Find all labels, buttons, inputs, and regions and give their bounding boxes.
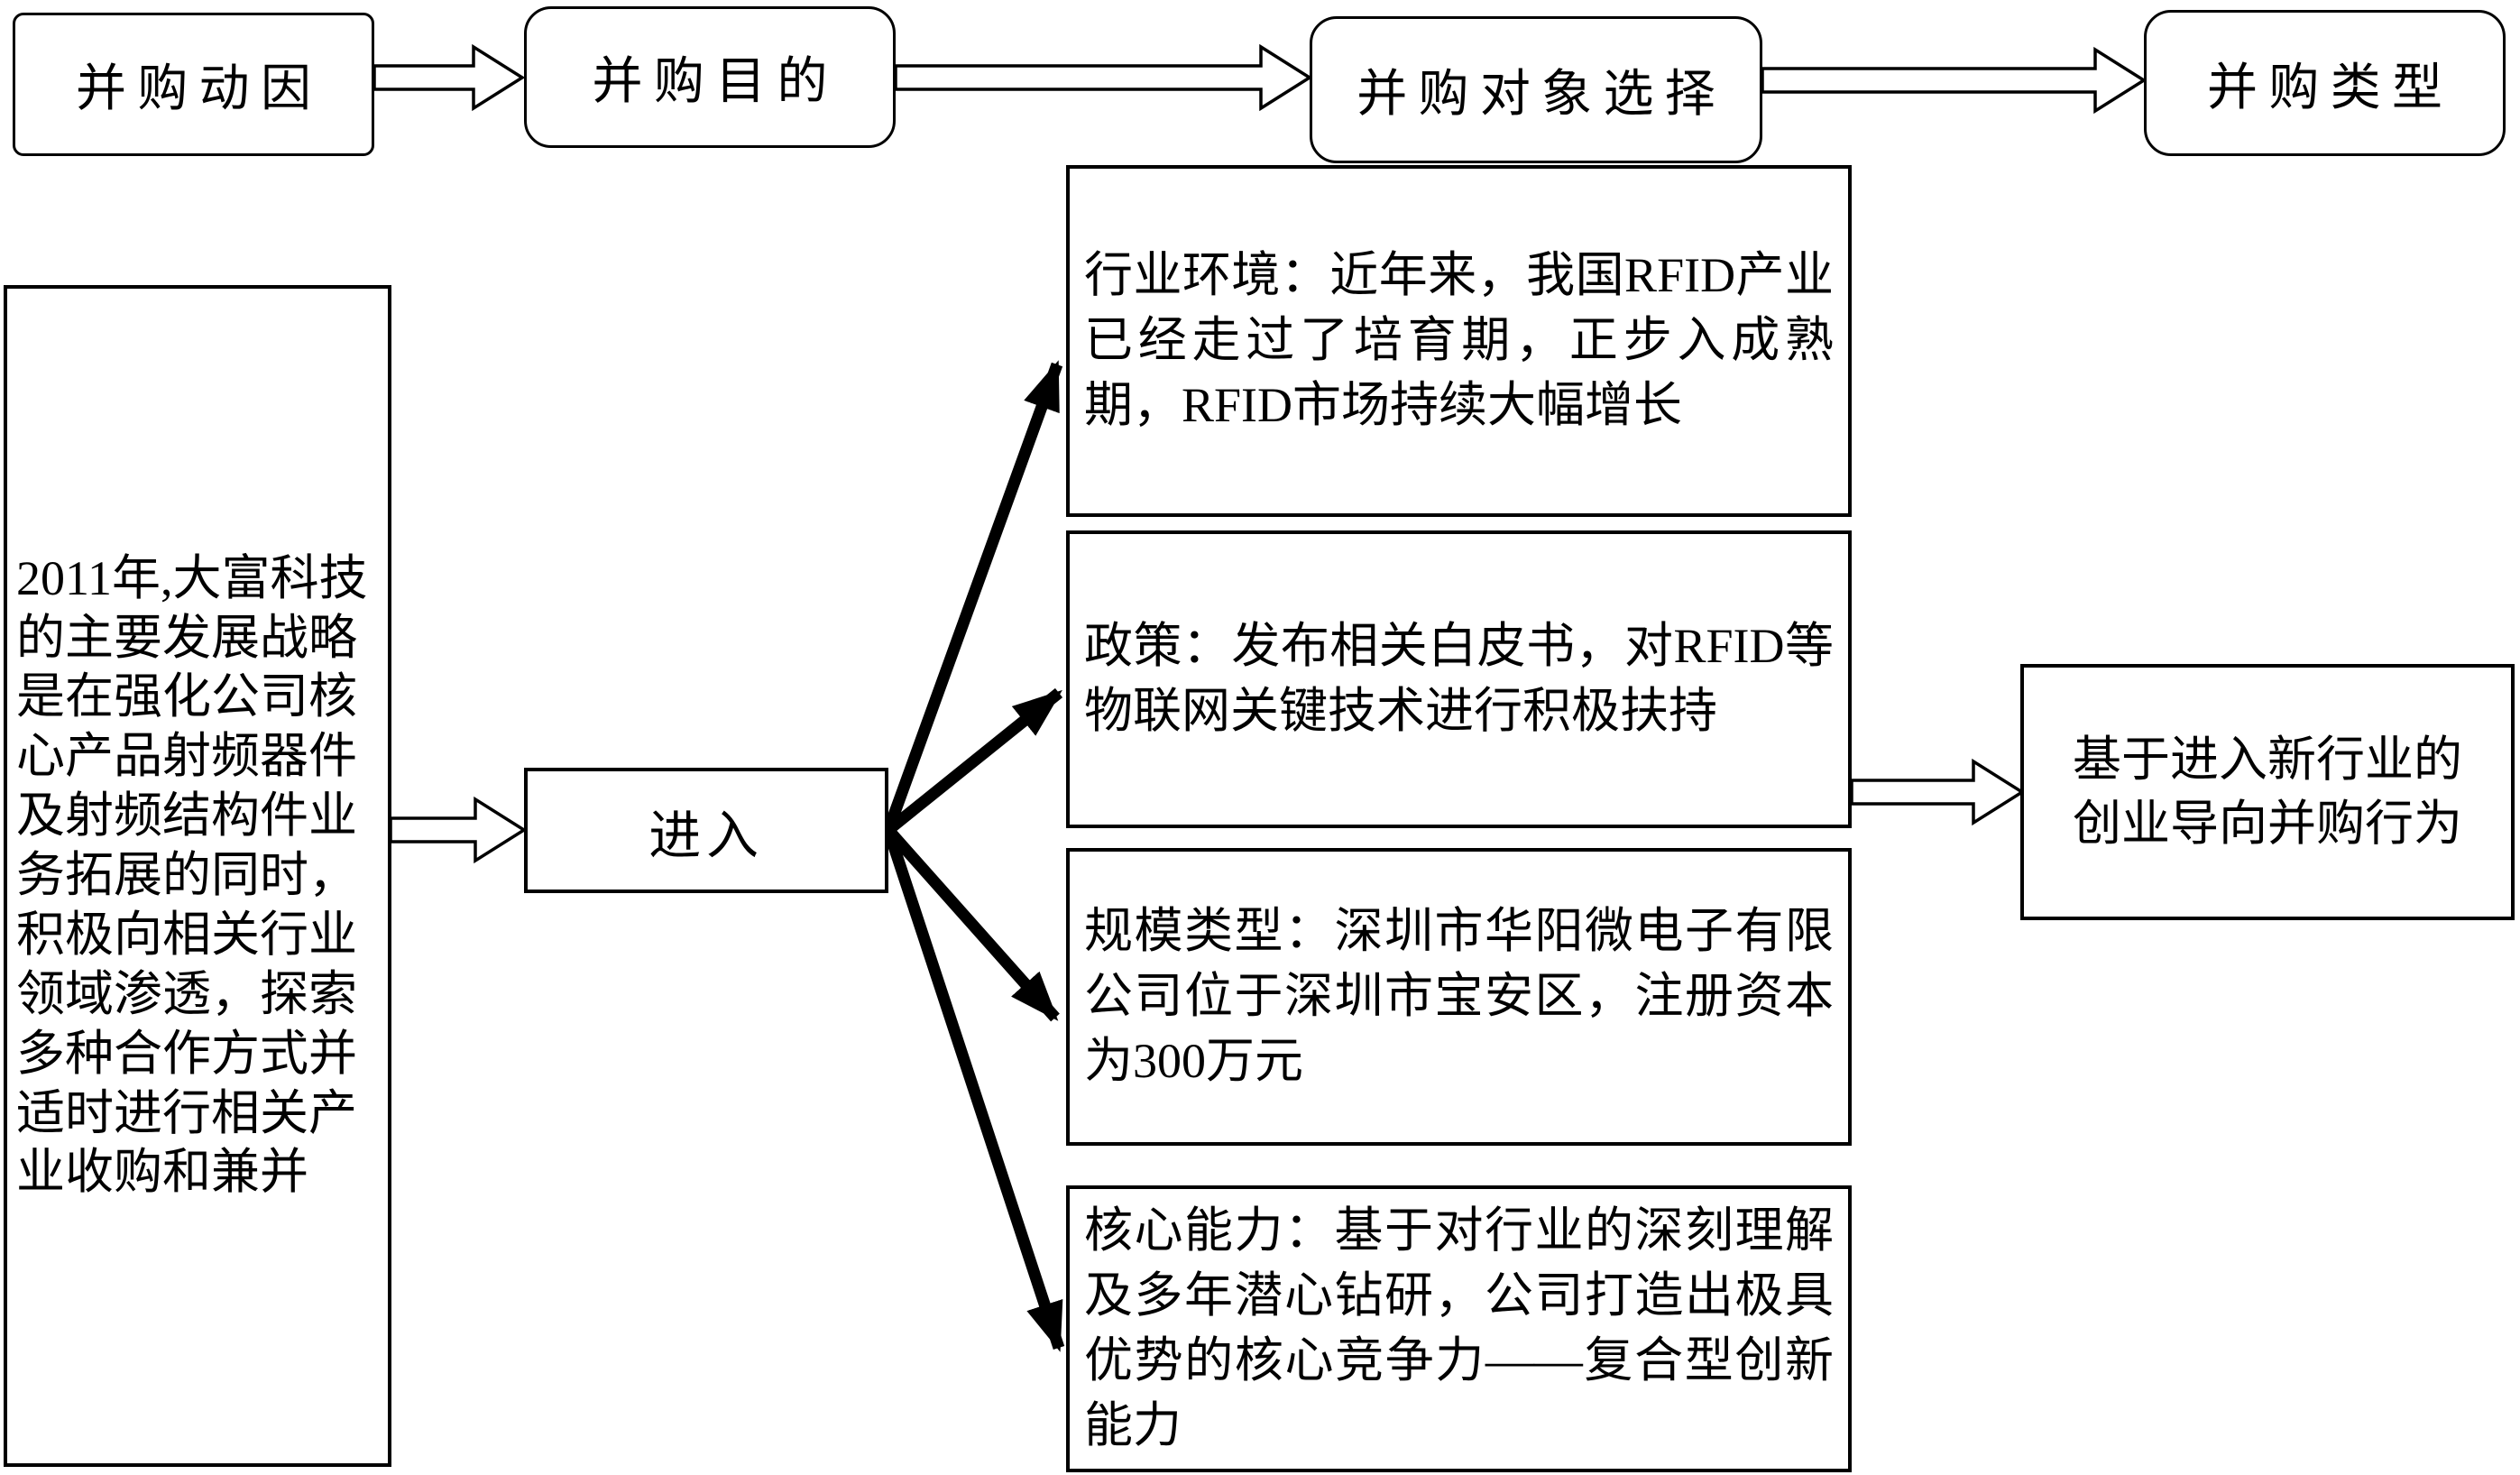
arrow-entry-to-policy [884, 687, 1063, 835]
arrow-entry-to-capability [882, 827, 1065, 1352]
box-merger-target-selection: 并购对象选择 [1310, 16, 1762, 163]
policy-text: 政策：发布相关白皮书，对RFID等物联网关键技术进行积极扶持 [1084, 619, 1834, 738]
box-industry-environment: 行业环境：近年来，我国RFID产业已经走过了培育期，正步入成熟期，RFID市场持… [1066, 165, 1852, 517]
box-strategy-background: 2011年,大富科技的主要发展战略是在强化公司核心产品射频器件及射频结构件业务拓… [4, 285, 391, 1467]
strategy-background-text: 2011年,大富科技的主要发展战略是在强化公司核心产品射频器件及射频结构件业务拓… [16, 550, 368, 1200]
box-conclusion: 基于进入新行业的 创业导向并购行为 [2020, 664, 2515, 920]
arrow-target-to-type [1761, 46, 2148, 115]
arrow-motivation-to-purpose [372, 43, 526, 112]
industry-environment-text: 行业环境：近年来，我国RFID产业已经走过了培育期，正步入成熟期，RFID市场持… [1084, 248, 1834, 432]
merger-type-label: 并购类型 [2207, 60, 2454, 116]
arrow-entry-to-scale [884, 825, 1060, 1022]
box-entry: 进入 [524, 768, 888, 893]
merger-motivation-label: 并购动因 [76, 61, 323, 117]
merger-purpose-label: 并购目的 [592, 54, 839, 110]
arrow-factors-to-result [1850, 758, 2026, 826]
arrow-entry-to-industry [882, 360, 1063, 833]
conclusion-line-2: 创业导向并购行为 [2073, 797, 2462, 851]
arrow-purpose-to-target [894, 43, 1313, 112]
box-policy: 政策：发布相关白皮书，对RFID等物联网关键技术进行积极扶持 [1066, 530, 1852, 828]
arrow-strategy-to-entry [389, 796, 528, 864]
merger-target-selection-label: 并购对象选择 [1357, 67, 1727, 123]
entry-label: 进入 [648, 806, 764, 865]
core-capability-text: 核心能力：基于对行业的深刻理解及多年潜心钻研，公司打造出极具优势的核心竞争力——… [1084, 1203, 1834, 1452]
box-merger-purpose: 并购目的 [524, 6, 896, 148]
box-scale-type: 规模类型：深圳市华阳微电子有限公司位于深圳市宝安区，注册资本为300万元 [1066, 848, 1852, 1146]
scale-type-text: 规模类型：深圳市华阳微电子有限公司位于深圳市宝安区，注册资本为300万元 [1084, 904, 1834, 1088]
box-core-capability: 核心能力：基于对行业的深刻理解及多年潜心钻研，公司打造出极具优势的核心竞争力——… [1066, 1185, 1852, 1472]
box-merger-type: 并购类型 [2144, 10, 2506, 156]
box-merger-motivation: 并购动因 [13, 13, 374, 156]
conclusion-line-1: 基于进入新行业的 [2073, 732, 2462, 787]
